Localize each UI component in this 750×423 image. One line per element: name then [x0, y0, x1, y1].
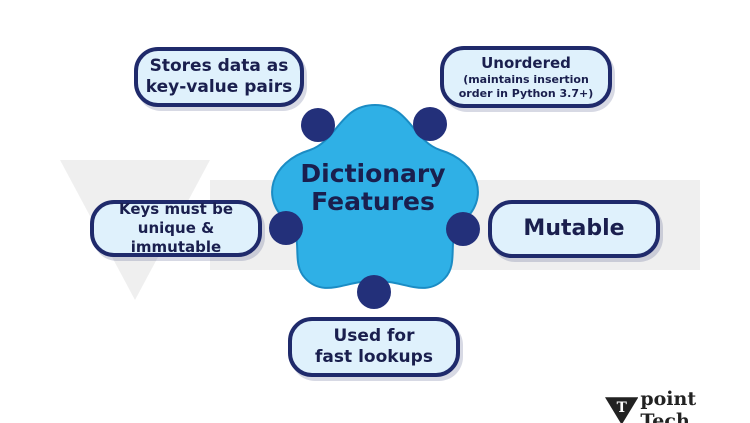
- feature-box-mutable: Mutable: [488, 200, 660, 258]
- brand-triangle-icon: T: [605, 397, 639, 423]
- brand-letter: T: [617, 400, 628, 416]
- feature-used-line2: fast lookups: [315, 347, 433, 367]
- feature-box-unordered: Unordered (maintains insertion order in …: [440, 46, 612, 108]
- feature-mutable-title: Mutable: [523, 216, 625, 241]
- feature-box-fast-lookups: Used for fast lookups: [288, 317, 460, 377]
- connector-dot-top-right: [413, 107, 447, 141]
- center-title-line1: Dictionary: [300, 159, 446, 188]
- feature-keys-line2: unique & immutable: [130, 219, 222, 256]
- connector-dot-left: [269, 211, 303, 245]
- feature-unordered-note1: (maintains insertion: [463, 72, 589, 86]
- feature-used-line1: Used for: [333, 326, 415, 346]
- brand-logo: T point Tech: [605, 388, 750, 423]
- feature-box-keys: Keys must be unique & immutable: [90, 200, 262, 257]
- center-title: Dictionary Features: [298, 160, 448, 216]
- connector-dot-right: [446, 212, 480, 246]
- feature-box-stores-data: Stores data as key-value pairs: [134, 47, 304, 107]
- feature-keys-line1: Keys must be: [118, 200, 233, 218]
- feature-stores-line1: Stores data as: [149, 56, 289, 76]
- connector-dot-top-left: [301, 108, 335, 142]
- feature-stores-line2: key-value pairs: [145, 77, 293, 97]
- feature-unordered-note2: order in Python 3.7+): [458, 86, 594, 100]
- center-title-line2: Features: [311, 187, 435, 216]
- feature-unordered-title: Unordered: [481, 53, 571, 72]
- brand-name: point Tech: [640, 388, 697, 423]
- connector-dot-bottom: [357, 275, 391, 309]
